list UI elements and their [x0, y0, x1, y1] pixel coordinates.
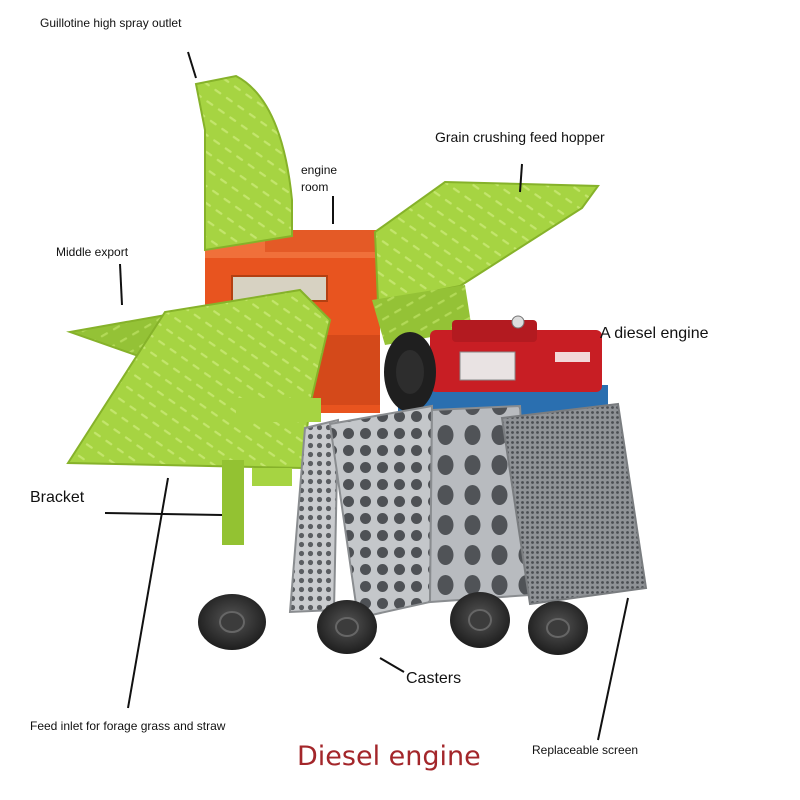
label-replaceable-screen: Replaceable screen: [532, 743, 639, 757]
feed-hopper: [373, 180, 600, 304]
label-feed-inlet: Feed inlet for forage grass and straw: [30, 719, 226, 733]
label-feed-hopper: Grain crushing feed hopper: [435, 129, 605, 145]
label-bracket: Bracket: [30, 489, 85, 506]
label-engine-room-line1: engine: [301, 163, 338, 177]
replaceable-screens: [288, 402, 648, 620]
feed-inlet-tray: [66, 288, 332, 470]
label-diesel-engine: A diesel engine: [600, 325, 709, 342]
label-middle-export: Middle export: [56, 245, 129, 259]
label-casters: Casters: [406, 670, 462, 687]
label-engine-room-line2: room: [301, 180, 329, 194]
spray-outlet-chute: [194, 74, 293, 252]
support-bracket: [222, 398, 321, 545]
caster-wheels: [198, 592, 588, 655]
caption-title: Diesel engine: [297, 741, 481, 772]
leader-lines: [104, 51, 629, 741]
label-spray-outlet: Guillotine high spray outlet: [40, 16, 182, 30]
